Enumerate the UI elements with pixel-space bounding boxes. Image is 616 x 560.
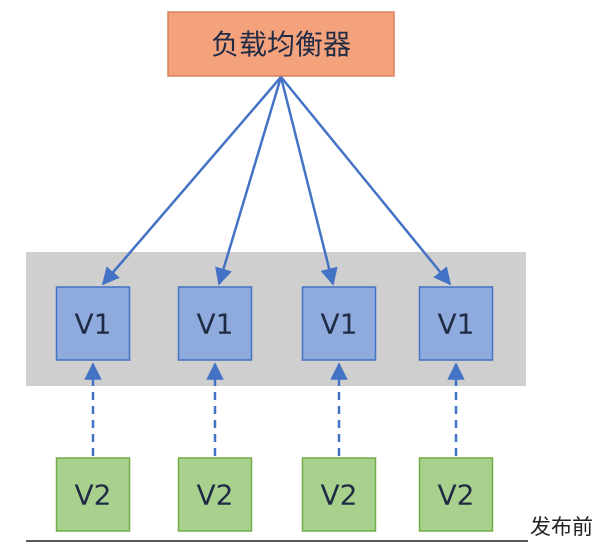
v1-node: V1	[418, 286, 494, 361]
v1-label: V1	[438, 308, 475, 341]
v2-to-v1-arrows	[84, 362, 465, 456]
v1-node: V1	[177, 286, 253, 361]
v1-box	[301, 286, 377, 361]
v2-box	[301, 457, 377, 532]
v2-label: V2	[438, 479, 475, 512]
load-balancer-box	[167, 11, 395, 77]
baseline-label: 发布前	[530, 515, 593, 539]
arrow-lb-to-v1-4	[280, 76, 452, 286]
v1-label: V1	[197, 308, 234, 341]
v2-nodes: V2 V2 V2 V2	[55, 457, 494, 532]
v2-label: V2	[321, 479, 358, 512]
v2-box	[418, 457, 494, 532]
v1-box	[177, 286, 253, 361]
v2-label: V2	[75, 479, 112, 512]
baseline: 发布前	[26, 515, 593, 542]
v2-label: V2	[197, 479, 234, 512]
arrow-lb-to-v1-3	[279, 76, 338, 286]
v2-node: V2	[55, 457, 131, 532]
v2-node: V2	[177, 457, 253, 532]
load-balancer-label: 负载均衡器	[211, 28, 351, 61]
load-balancer-arrows	[101, 76, 452, 286]
arrow-lb-to-v1-2	[215, 76, 283, 286]
v1-label: V1	[75, 308, 112, 341]
v1-box	[418, 286, 494, 361]
v1-box	[55, 286, 131, 361]
v1-nodes: V1 V1 V1 V1	[55, 286, 494, 361]
v1-node: V1	[55, 286, 131, 361]
v2-node: V2	[301, 457, 377, 532]
load-balancer: 负载均衡器	[167, 11, 395, 77]
v1-node: V1	[301, 286, 377, 361]
v2-node: V2	[418, 457, 494, 532]
v2-box	[55, 457, 131, 532]
v1-label: V1	[321, 308, 358, 341]
arrow-lb-to-v1-1	[101, 76, 282, 286]
v2-box	[177, 457, 253, 532]
